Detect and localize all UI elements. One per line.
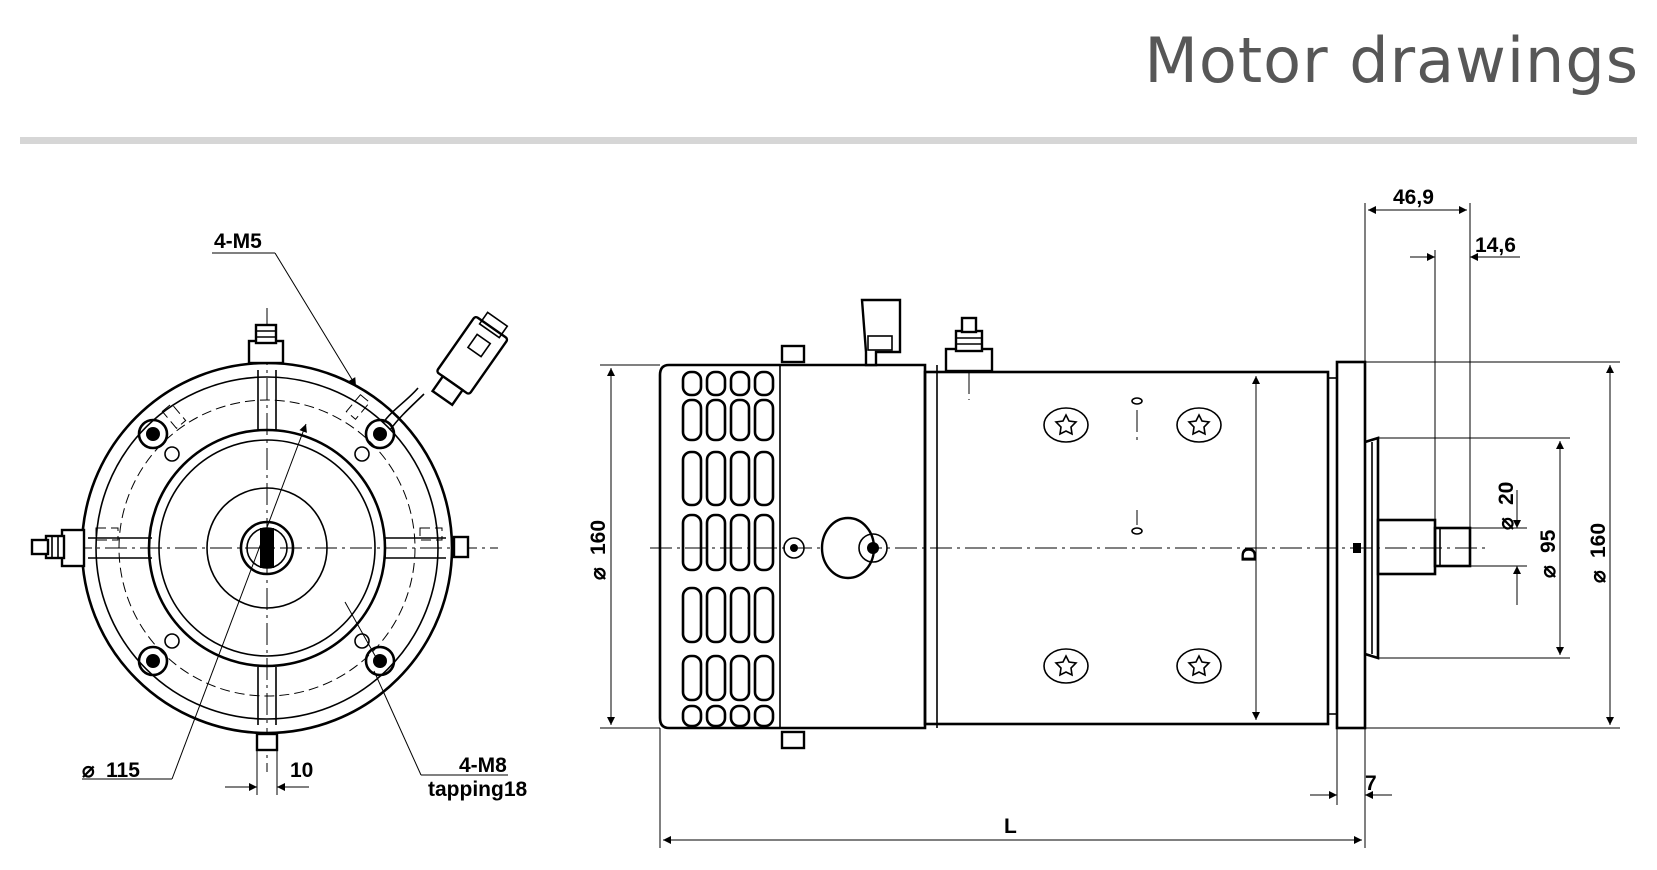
dia-20-symbol: ⌀ — [1495, 517, 1518, 530]
dim-14-6-label: 14,6 — [1475, 234, 1516, 257]
vent-slot — [705, 513, 727, 572]
vent-slot — [753, 370, 775, 397]
side-view: ⌀ 160 D L 7 46,9 — [587, 186, 1620, 848]
front-view: 4-M5 ⌀ 115 10 4-M8 tapping18 — [30, 230, 527, 801]
mount-bolt-icons — [137, 418, 396, 677]
front-housing-circle — [147, 428, 387, 668]
length-L-label: L — [1004, 815, 1017, 838]
vent-slot — [681, 398, 703, 442]
vent-slot — [681, 370, 703, 397]
front-bolt-circle — [118, 399, 416, 697]
dia-left-symbol: ⌀ — [587, 567, 610, 580]
body-hole-top — [1131, 397, 1143, 405]
sensor-connector-icon — [382, 311, 509, 431]
vent-slot — [705, 450, 727, 507]
vent-slot — [705, 586, 727, 644]
page-title: Motor drawings — [1144, 24, 1639, 97]
mount-tapping-label: tapping18 — [428, 778, 527, 801]
output-shaft — [1353, 518, 1472, 576]
vent-slot — [729, 654, 751, 702]
vent-slot — [681, 450, 703, 507]
vent-slot — [753, 513, 775, 572]
flange-7-label: 7 — [1365, 772, 1377, 795]
vent-slot — [681, 654, 703, 702]
vent-slot — [681, 513, 703, 572]
bottom-stud-icon — [255, 732, 279, 752]
dia-95-symbol: ⌀ — [1537, 565, 1560, 578]
front-leader-lines — [82, 252, 508, 795]
dim-diameter-20 — [1470, 490, 1527, 605]
vent-slot — [753, 398, 775, 442]
vent-slot — [681, 586, 703, 644]
dim-diameter-95 — [1378, 437, 1570, 659]
dia-160-right-label: 160 — [1587, 523, 1610, 558]
dim-46-9-label: 46,9 — [1393, 186, 1434, 209]
front-inner-ring — [95, 376, 439, 720]
dim-14-6 — [1410, 250, 1520, 520]
dim-46-9 — [1364, 203, 1471, 528]
dashed-slot-icons — [95, 394, 443, 541]
top-terminal-box-icon — [944, 316, 994, 373]
vent-slot — [729, 450, 751, 507]
vent-slot — [729, 398, 751, 442]
front-ribs — [88, 370, 446, 725]
vent-slot — [705, 654, 727, 702]
mount-spec-label: 4-M8 — [459, 754, 507, 777]
shaft-key-icon — [260, 528, 274, 568]
vent-slot — [753, 704, 775, 728]
rear-bottom-stud-icon — [780, 730, 806, 750]
vent-slot — [753, 586, 775, 644]
small-hole-icons — [164, 446, 370, 649]
torx-screw-icons — [1043, 407, 1222, 684]
dia-20-label: 20 — [1495, 482, 1518, 505]
dim-right-diameter-160 — [1365, 361, 1620, 729]
motor-body — [923, 370, 1330, 726]
mounting-flange — [1335, 360, 1367, 730]
rear-end-cap — [658, 363, 927, 730]
dia-160-left-label: 160 — [587, 520, 610, 555]
right-stud-icon — [452, 535, 470, 559]
front-housing-inner — [158, 439, 376, 657]
dia-160-right-symbol: ⌀ — [1587, 570, 1610, 583]
body-hole-mid — [1131, 527, 1143, 535]
side-connector-icon — [860, 298, 902, 367]
left-terminal-icon — [30, 528, 86, 568]
top-terminal-icon — [247, 323, 285, 365]
diameter-symbol: ⌀ — [82, 759, 95, 782]
vent-slot — [729, 586, 751, 644]
vent-slot — [705, 398, 727, 442]
front-hub-circle — [206, 487, 328, 609]
screw-spec-label: 4-M5 — [214, 230, 262, 253]
vent-slot — [705, 704, 727, 728]
vent-slot — [753, 654, 775, 702]
diameter-115-label: 115 — [106, 759, 140, 782]
vent-slot — [681, 704, 703, 728]
title-divider — [20, 137, 1637, 144]
dia-95-label: 95 — [1537, 529, 1560, 553]
dim-flange-7 — [1310, 728, 1392, 805]
dim-left-diameter-160 — [600, 364, 660, 729]
vent-slot — [729, 513, 751, 572]
vent-slot-grid — [681, 370, 775, 728]
width-10-label: 10 — [290, 759, 313, 782]
vent-slot — [729, 370, 751, 397]
ground-lug-icon — [820, 516, 876, 580]
vent-slot — [753, 450, 775, 507]
vent-slot — [729, 704, 751, 728]
rear-top-stud-icon — [780, 344, 806, 364]
front-shaft-circle — [239, 520, 295, 576]
rear-screw-icon — [783, 537, 805, 559]
vent-slot — [705, 370, 727, 397]
diameter-D-label: D — [1238, 547, 1261, 562]
